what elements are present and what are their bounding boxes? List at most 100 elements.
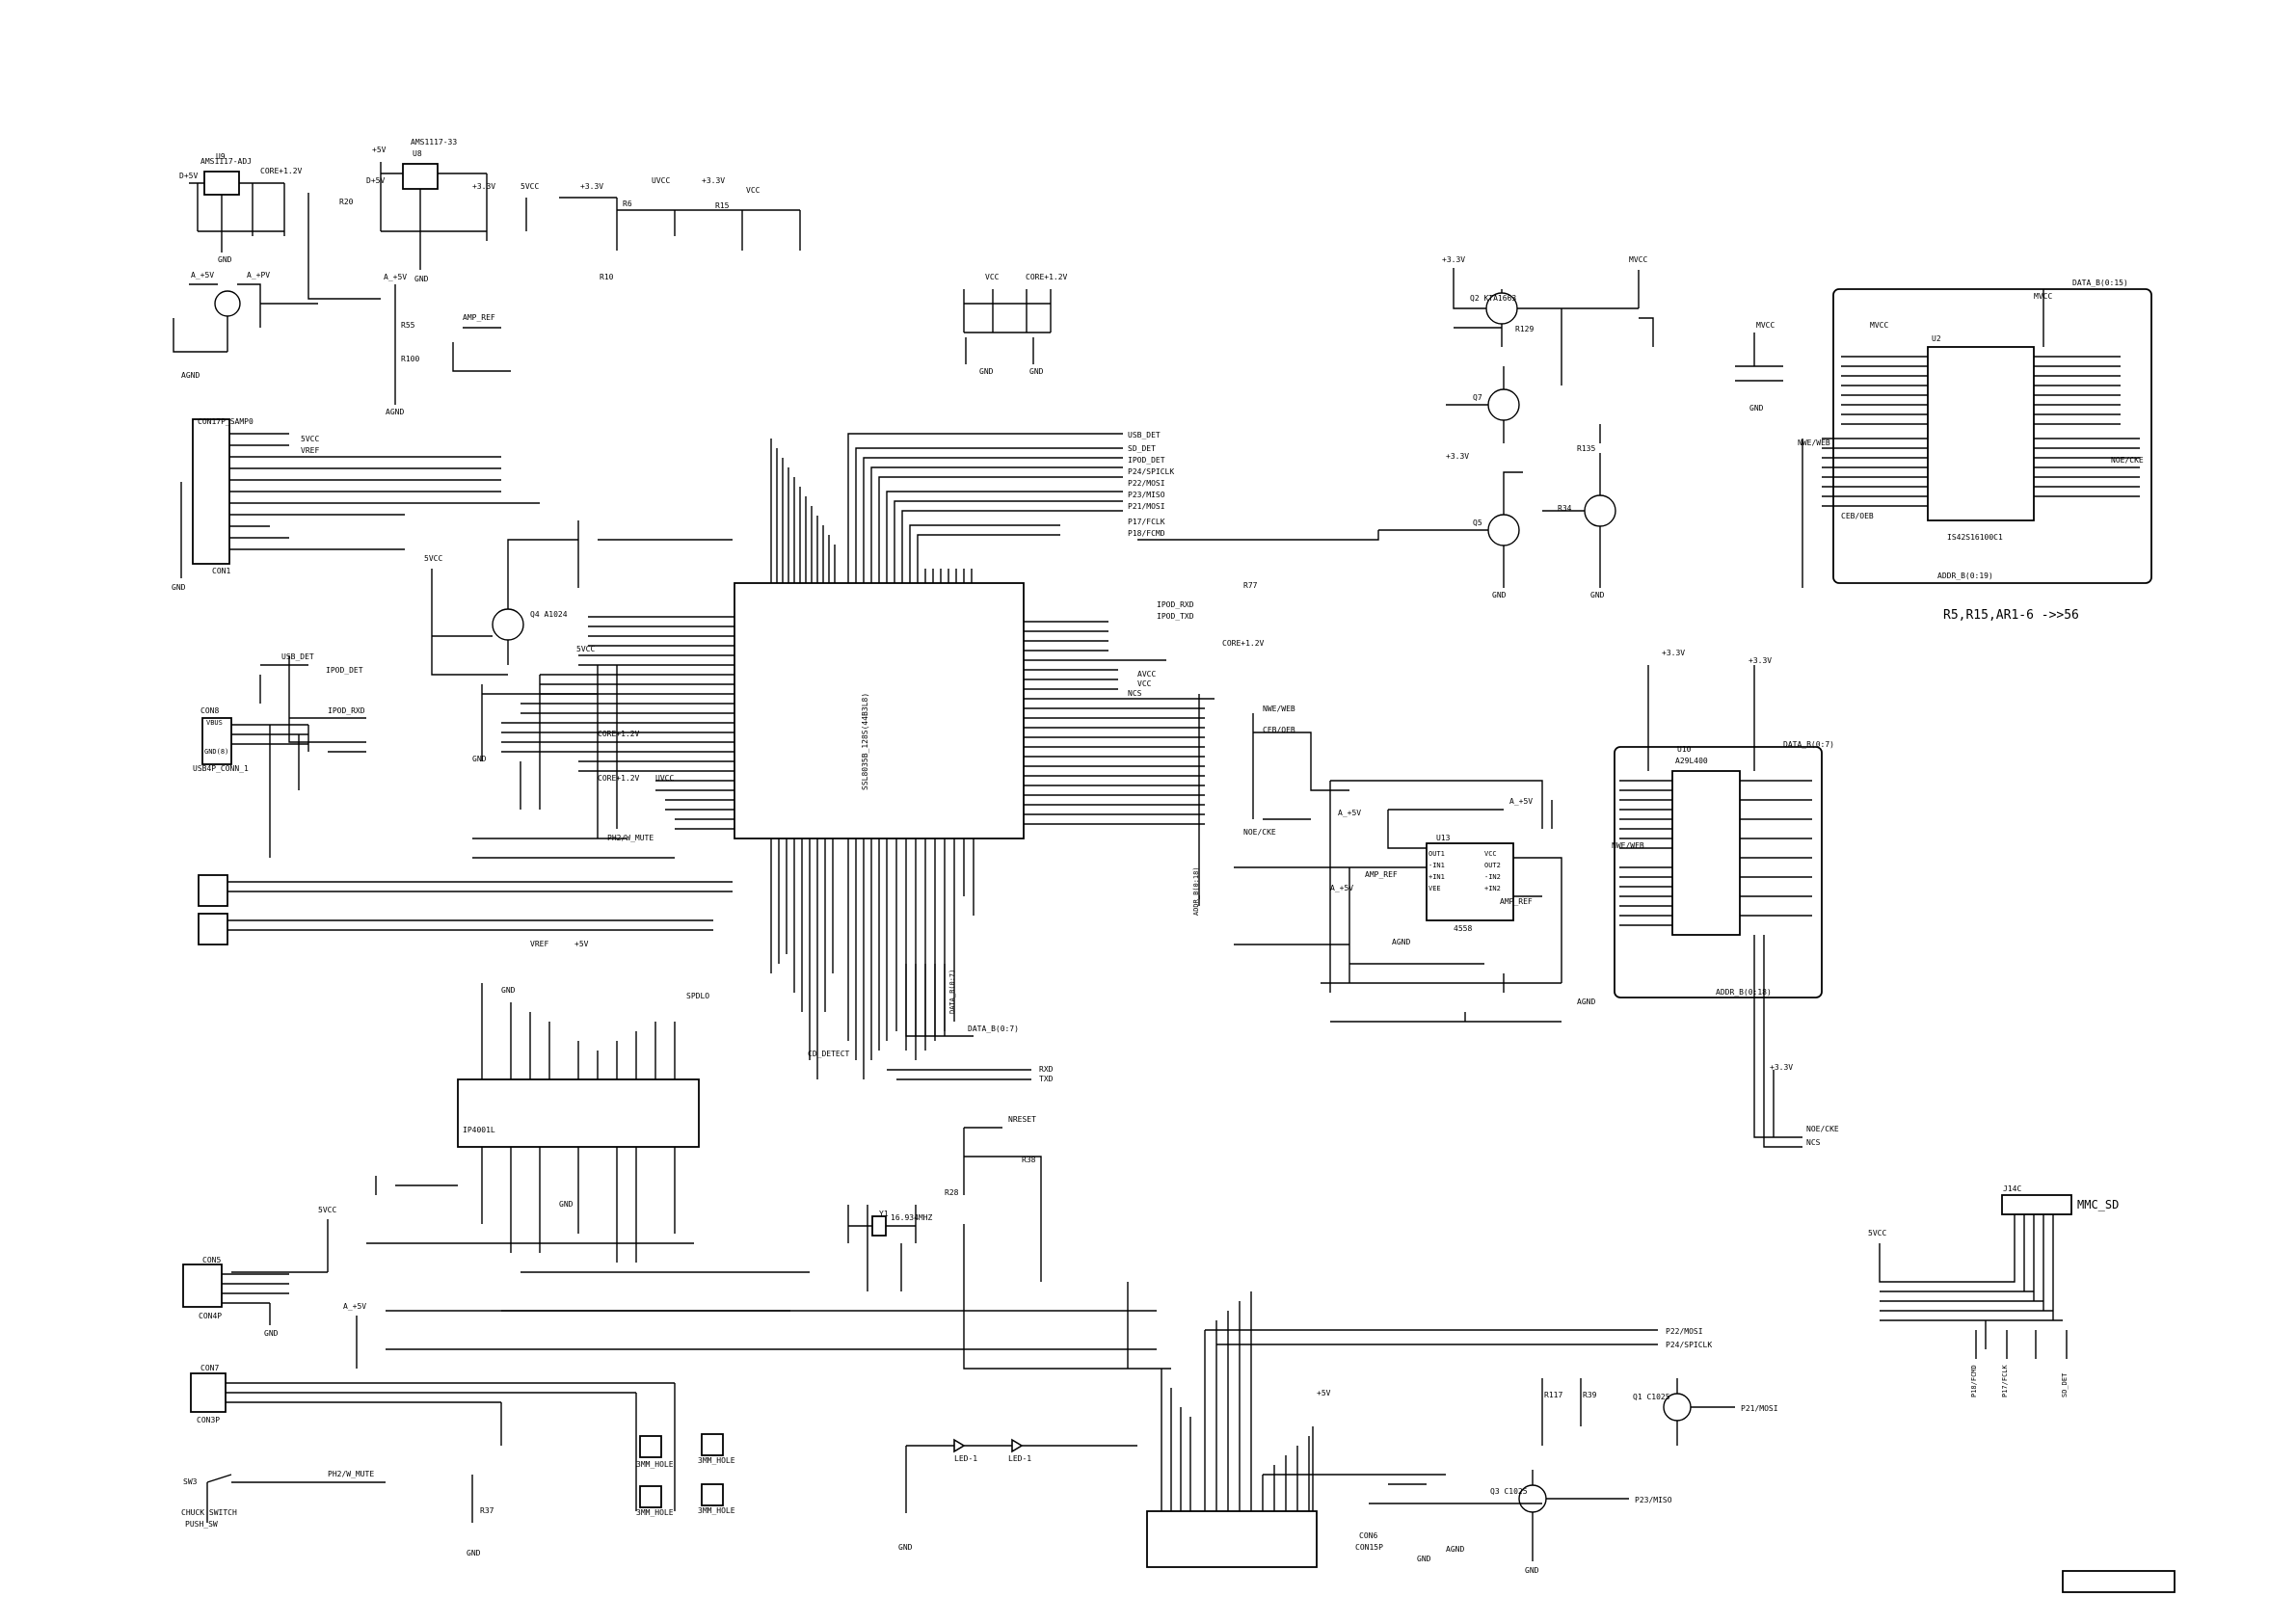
chip-pins-left	[501, 616, 734, 830]
r-r37: R37	[480, 1506, 494, 1515]
net-p22-b: P22/MOSI	[1666, 1327, 1703, 1336]
u10-bus-out: ADDR_B(0:18)	[1716, 988, 1772, 997]
r-r10: R10	[600, 273, 614, 281]
con7-ref: CON7	[200, 1364, 219, 1372]
net-ipod-rxd-a: IPOD_RXD	[328, 706, 365, 715]
bottom-left: 5VCC CON5 CON4P GND A_+5V CON7 CON3P SW3…	[181, 1206, 675, 1557]
usb-part: USB4P_CONN_1	[193, 764, 249, 773]
net-txd: TXD	[1039, 1075, 1054, 1083]
u8-ref: U8	[413, 149, 422, 158]
sw3-ref: SW3	[183, 1477, 198, 1486]
rail-vcc-a: VCC	[746, 186, 761, 195]
r-r34: R34	[1558, 504, 1572, 513]
net-ceb-a: CEB/OEB	[1263, 726, 1295, 734]
connector-con3	[198, 874, 228, 907]
rail-vcc-dec: VCC	[985, 273, 1000, 281]
rail-mvcc-u2b: MVCC	[1870, 321, 1888, 330]
connector-con5	[182, 1264, 223, 1308]
con5-ref: CON5	[202, 1256, 221, 1264]
net-p24: P24/SPICLK	[1128, 467, 1174, 476]
con8-ref: CON8	[200, 706, 219, 715]
transistor-section: Q2 KTA1663 +3.3V MVCC Q7 Q5 R135 R34 R12…	[1137, 255, 1654, 599]
r-r6: R6	[623, 200, 632, 208]
con7-part: CON3P	[197, 1416, 220, 1424]
r-r55: R55	[401, 321, 415, 330]
gnd-con1: GND	[172, 583, 186, 592]
led-section: LED-1 LED-1 GND	[898, 1438, 1137, 1552]
rail-5vcc-mid: 5VCC	[576, 645, 595, 653]
transistor-q5	[1487, 514, 1520, 546]
misc-center: CD_DETECT RXD TXD NRESET R38 R28 Y1 16.9…	[808, 964, 1054, 1291]
u10-bus-in: DATA_B(0:7)	[1783, 740, 1834, 749]
net-nwe-u2: NWE/WEB	[1798, 439, 1830, 447]
net-p21: P21/MOSI	[1128, 502, 1165, 511]
u13-pin5: +IN2	[1484, 885, 1501, 892]
r-r20: R20	[339, 198, 354, 206]
con1-section: CON17P_SAMP0 CON1 5VCC VREF GND	[172, 417, 540, 592]
hole-3-label: 3MM_HOLE	[636, 1508, 674, 1517]
u8-rail-in: +5V	[372, 146, 387, 154]
rail-3v3-q5: +3.3V	[1446, 452, 1469, 461]
rail-core12-mid-a: CORE+1.2V	[598, 730, 640, 738]
rail-a5v-q8: A_+5V	[191, 271, 214, 279]
rail-a5v-amp-a: A_+5V	[1338, 809, 1361, 817]
agnd-r100: AGND	[386, 408, 404, 416]
hole-2-label: 3MM_HOLE	[698, 1456, 735, 1465]
net-noe-u10: NOE/CKE	[1806, 1125, 1839, 1133]
agnd-q8: AGND	[181, 371, 200, 380]
rail-uvcc-mid: UVCC	[655, 774, 674, 783]
u13-pin4: VEE	[1428, 885, 1441, 892]
q7-label: Q7	[1473, 393, 1482, 402]
mounting-holes: 3MM_HOLE 3MM_HOLE 3MM_HOLE 3MM_HOLE	[636, 1433, 735, 1517]
net-usb-det-b: USB_DET	[1128, 431, 1161, 439]
connector-con6	[1146, 1510, 1318, 1568]
u13-pin2: -IN1	[1428, 862, 1445, 869]
u2-part: IS42S16100C1	[1947, 533, 2003, 542]
gnd-q3: GND	[1525, 1566, 1539, 1575]
net-usb-det: USB_DET	[281, 652, 314, 661]
net-sd-det: SD_DET	[1128, 444, 1156, 453]
mmc-sd-section: J14C MMC_SD 5VCC P18/FCMD P17/FCLK SD_DE…	[1868, 1184, 2119, 1397]
r-r15: R15	[715, 201, 730, 210]
gnd-sw3: GND	[467, 1549, 481, 1557]
rail-vref-dac: VREF	[530, 940, 548, 948]
sdram-section: DATA_B(0:15) ADDR_B(0:19) U2 IS42S16100C…	[1735, 279, 2152, 588]
q2-label: Q2 KTA1663	[1470, 294, 1516, 303]
hole-1-label: 3MM_HOLE	[636, 1460, 674, 1469]
gnd-u8: GND	[414, 275, 429, 283]
bus-data-center: DATA_B(0:7)	[948, 970, 956, 1014]
transistor-q8	[214, 290, 241, 317]
gnd-dac-b: GND	[559, 1200, 574, 1209]
rail-3v3-a: +3.3V	[472, 182, 495, 191]
rail-5vcc-q4: 5VCC	[424, 554, 442, 563]
dac-section: IP4001L VREF +5V SPDLO GND GND	[366, 940, 810, 1312]
rail-a5v-bl: A_+5V	[343, 1302, 366, 1311]
u13-pin7: OUT2	[1484, 862, 1501, 869]
q5-label: Q5	[1473, 519, 1482, 527]
q3-label: Q3 C1025	[1490, 1487, 1528, 1496]
transistor-q4	[492, 608, 524, 641]
net-ipod-det-b: IPOD_DET	[1128, 456, 1165, 465]
u10-ref: U10	[1677, 745, 1692, 754]
rail-3v3-u10b: +3.3V	[1749, 656, 1772, 665]
transistor-q9	[1584, 494, 1616, 527]
chip-pins-top	[770, 433, 1123, 583]
gnd-q5: GND	[1492, 591, 1507, 599]
net-ph2-b: PH2/W_MUTE	[328, 1470, 374, 1478]
u13-pin6: -IN2	[1484, 873, 1501, 881]
rail-core12-dec: CORE+1.2V	[1026, 273, 1068, 281]
sdram-frame	[1832, 288, 2152, 584]
r-r135: R135	[1577, 444, 1595, 453]
u13-part: 4558	[1454, 924, 1472, 933]
main-chip-label: SSL8035B_128S(44B3L8)	[861, 693, 869, 790]
u13-pin1: OUT1	[1428, 850, 1445, 858]
rail-core12-mid-b: CORE+1.2V	[598, 774, 640, 783]
main-chip-section: SSL8035B_128S(44B3L8) USB_DET SD_DET IPO…	[472, 431, 1295, 1079]
usb-vbus: VBUS	[206, 719, 223, 727]
rail-3v3-u10a: +3.3V	[1662, 649, 1685, 657]
rail-amp-ref: AMP_REF	[463, 313, 495, 322]
net-p23: P23/MISO	[1128, 491, 1165, 499]
sdram-u2	[1927, 346, 2035, 521]
chip-pins-bottom	[770, 838, 974, 1079]
